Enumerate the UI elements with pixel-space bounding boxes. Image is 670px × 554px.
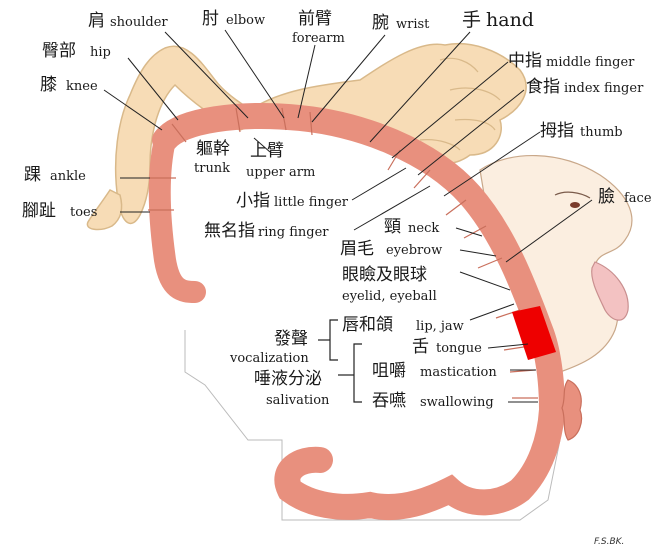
ankle-en: ankle (50, 169, 86, 184)
eyelid-en: eyelid, eyeball (342, 289, 437, 304)
little-finger-en: little finger (274, 195, 349, 210)
artist-credit: F.S.BK. (594, 537, 624, 547)
elbow-en: elbow (226, 13, 265, 28)
middle-finger-en: middle finger (546, 55, 635, 70)
little-finger-cn: 小指 (236, 191, 270, 211)
tongue-en: tongue (436, 341, 482, 356)
ring-finger-cn: 無名指 (204, 221, 255, 241)
wrist-cn: 腕 (372, 13, 389, 33)
thumb-cn: 拇指 (540, 121, 574, 141)
face-cn: 臉 (598, 187, 615, 207)
hip-cn: 臀部 (42, 41, 76, 61)
eyebrow-en: eyebrow (386, 243, 442, 258)
vocalization-en: vocalization (229, 351, 309, 366)
knee-cn: 膝 (40, 75, 57, 95)
mastication-cn: 咀嚼 (372, 361, 406, 381)
shoulder-en: shoulder (110, 15, 168, 30)
eyebrow-cn: 眉毛 (340, 239, 374, 259)
elbow-cn: 肘 (202, 9, 219, 29)
wrist-en: wrist (396, 17, 430, 32)
mastication-en: mastication (420, 365, 497, 380)
hand-cn: 手 (462, 9, 481, 31)
forearm-en: forearm (292, 31, 345, 46)
lip-cn: 唇和頜 (342, 315, 393, 335)
knee-en: knee (66, 79, 98, 94)
forearm-cn: 前臂 (298, 9, 332, 29)
shoulder-cn: 肩 (88, 11, 105, 31)
middle-finger-cn: 中指 (508, 51, 542, 71)
tongue-cn: 舌 (412, 337, 429, 357)
neck-cn: 頸 (384, 217, 401, 237)
toes-en: toes (70, 205, 97, 220)
upper-arm-en: upper arm (246, 165, 315, 180)
vocalization-cn: 發聲 (274, 329, 308, 349)
neck-en: neck (408, 221, 439, 236)
trunk-en: trunk (194, 161, 230, 176)
hand-en: hand (486, 9, 534, 31)
thumb-en: thumb (580, 125, 623, 140)
salivation-en: salivation (266, 393, 330, 408)
index-finger-en: index finger (564, 81, 644, 96)
ring-finger-en: ring finger (258, 225, 329, 240)
eyelid-cn: 眼瞼及眼球 (342, 264, 427, 285)
swallowing-en: swallowing (420, 395, 494, 410)
upper-arm-cn: 上臂 (250, 141, 284, 161)
toes-cn: 腳趾 (22, 201, 56, 221)
lip-en: lip, jaw (416, 319, 464, 334)
salivation-cn: 唾液分泌 (254, 369, 322, 389)
trunk-cn: 軀幹 (196, 138, 230, 159)
cortex-left (160, 140, 195, 292)
index-finger-cn: 食指 (526, 77, 560, 97)
hip-en: hip (90, 45, 111, 60)
face-en: face (624, 191, 652, 206)
ankle-cn: 踝 (24, 165, 41, 185)
swallowing-cn: 吞嚥 (372, 391, 406, 411)
throat-drawing (562, 380, 582, 440)
